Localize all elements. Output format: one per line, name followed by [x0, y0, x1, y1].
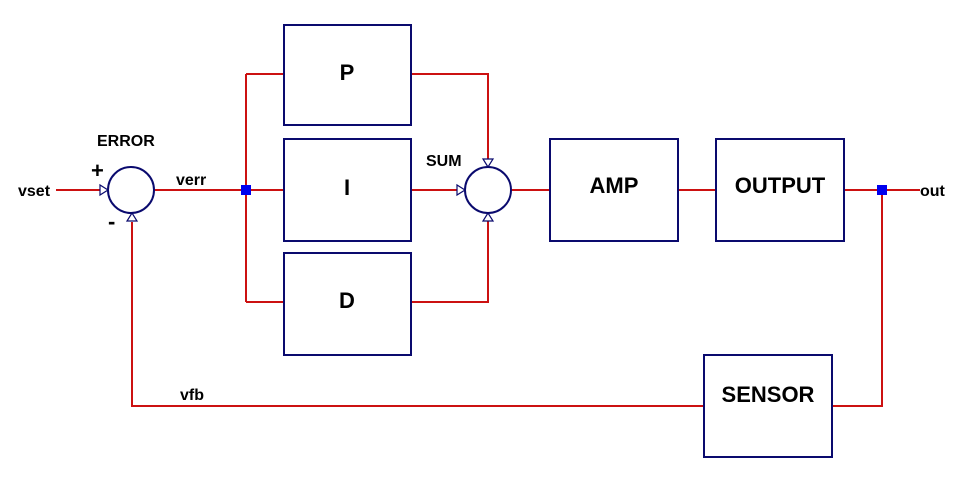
- block-p: P: [283, 24, 412, 126]
- wire-feedback: [131, 222, 704, 407]
- block-output: OUTPUT: [715, 138, 845, 242]
- summer-label-error: ERROR: [97, 133, 155, 150]
- summer-label-sum: SUM: [426, 153, 462, 170]
- error-summer-circle: [107, 166, 155, 214]
- wire-p-out: [411, 73, 489, 160]
- sum-summer-bottom-arrow: [481, 211, 495, 222]
- net-label-out: out: [920, 183, 946, 200]
- block-output-label: OUTPUT: [735, 173, 826, 198]
- block-i: I: [283, 138, 412, 242]
- block-sensor-label: SENSOR: [722, 382, 815, 407]
- branch-junction-dot: [241, 185, 251, 195]
- sum-summer-top-arrow: [481, 158, 495, 169]
- net-label-vset: vset: [18, 183, 51, 200]
- net-label-vfb: vfb: [180, 387, 204, 404]
- sum-summer-circle: [464, 166, 512, 214]
- error-summer: [99, 166, 155, 222]
- block-sensor-box: [703, 354, 833, 458]
- error-summer-minus-arrow: [125, 211, 139, 222]
- block-amp-box: [549, 138, 679, 242]
- block-p-box: [283, 24, 412, 126]
- sum-summer-left-arrow: [456, 183, 467, 197]
- wire-d-out: [411, 220, 489, 303]
- block-output-box: [715, 138, 845, 242]
- block-amp: AMP: [549, 138, 679, 242]
- block-sensor: SENSOR: [703, 354, 833, 458]
- net-label-verr: verr: [176, 172, 206, 189]
- error-summer-plus-arrow: [99, 183, 110, 197]
- error-plus-sign: +: [91, 158, 104, 183]
- sum-summer: [456, 158, 512, 222]
- block-d-box: [283, 252, 412, 356]
- wire-out-to-sensor: [832, 190, 883, 407]
- output-junction-dot: [877, 185, 887, 195]
- block-i-label: I: [344, 175, 350, 200]
- block-p-label: P: [340, 60, 355, 85]
- error-minus-sign: -: [108, 209, 115, 234]
- block-amp-label: AMP: [590, 173, 639, 198]
- block-d-label: D: [339, 288, 355, 313]
- block-d: D: [283, 252, 412, 356]
- block-i-box: [283, 138, 412, 242]
- wires: [56, 73, 920, 407]
